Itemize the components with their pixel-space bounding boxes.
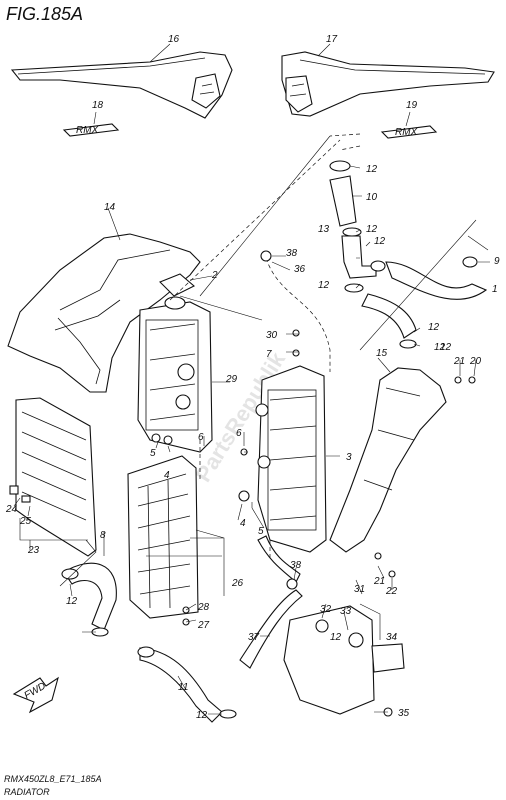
callout-24: 24: [5, 504, 18, 515]
callout-34: 34: [386, 632, 398, 643]
callout-3: 3: [346, 452, 352, 463]
callout-12: 12: [374, 236, 386, 247]
decal-right: RMX: [380, 125, 438, 139]
callout-10: 10: [366, 192, 378, 203]
callout-29: 29: [225, 374, 238, 385]
callout-2: 2: [211, 270, 218, 281]
shroud-left: [10, 51, 233, 119]
callout-22: 22: [385, 586, 398, 597]
clamp-38: [260, 250, 272, 262]
callout-21: 21: [373, 576, 385, 587]
callout-36: 36: [294, 264, 306, 275]
radiator-grille: [127, 455, 199, 619]
callout-26: 26: [231, 578, 244, 589]
decal-right-text: RMX: [395, 127, 418, 138]
callout-12: 12: [366, 224, 378, 235]
decal-left-text: RMX: [76, 125, 99, 136]
callout-33: 33: [340, 606, 352, 617]
upper-hoses: [329, 160, 488, 349]
model-code: RMX450ZL8_E71_185A: [4, 774, 102, 784]
callout-38: 38: [286, 248, 298, 259]
shroud-right: [281, 51, 495, 117]
callout-12: 12: [318, 280, 330, 291]
clamp-38-lower: [286, 578, 298, 590]
radiator-left: [137, 296, 213, 453]
callout-12: 12: [434, 342, 446, 353]
callout-11: 11: [178, 682, 188, 693]
callout-21: 21: [453, 356, 465, 367]
callout-37: 37: [248, 632, 260, 643]
hose-37: [239, 589, 303, 669]
radiator-shroud-right: [329, 367, 447, 553]
callout-12: 12: [366, 164, 378, 175]
callout-31: 31: [354, 584, 365, 595]
callout-6: 6: [198, 432, 204, 443]
callout-5: 5: [150, 448, 156, 459]
callout-20: 20: [469, 356, 482, 367]
callout-12: 12: [66, 596, 78, 607]
callout-7: 7: [266, 349, 272, 360]
leader-lines: [13, 43, 490, 715]
callout-38: 38: [290, 560, 302, 571]
radiator-guard-left: [9, 397, 97, 557]
caption: RADIATOR: [4, 787, 50, 797]
callout-12: 12: [440, 342, 452, 353]
callout-5: 5: [258, 526, 264, 537]
callout-18: 18: [92, 100, 104, 111]
radiator-right: [255, 365, 327, 553]
fwd-arrow: FWD: [12, 676, 59, 714]
decal-left: RMX: [62, 123, 120, 137]
figure-title: FIG.185A: [6, 4, 83, 24]
callout-23: 23: [27, 545, 40, 556]
callout-35: 35: [398, 708, 410, 719]
callout-8: 8: [100, 530, 106, 541]
callout-30: 30: [266, 330, 278, 341]
callout-17: 17: [326, 34, 338, 45]
callout-19: 19: [406, 100, 418, 111]
callout-16: 16: [168, 34, 180, 45]
lower-hoses: [61, 562, 237, 723]
radiator-cap-gasket: [159, 273, 195, 297]
breather-hose-36: [265, 257, 331, 372]
callout-12: 12: [428, 322, 440, 333]
callout-4: 4: [240, 518, 246, 529]
callout-25: 25: [19, 516, 32, 527]
callout-6: 6: [236, 428, 242, 439]
callout-28: 28: [197, 602, 210, 613]
callout-9: 9: [494, 256, 500, 267]
callout-14: 14: [104, 202, 116, 213]
radiator-shroud-left: [7, 233, 201, 393]
callout-1: 1: [492, 284, 498, 295]
callout-12: 12: [196, 710, 208, 721]
callout-15: 15: [376, 348, 388, 359]
callout-4: 4: [164, 470, 170, 481]
callout-32: 32: [320, 604, 332, 615]
callout-13: 13: [318, 224, 330, 235]
reservoir-tank: [283, 605, 405, 715]
callout-27: 27: [197, 620, 210, 631]
callout-12: 12: [330, 632, 342, 643]
